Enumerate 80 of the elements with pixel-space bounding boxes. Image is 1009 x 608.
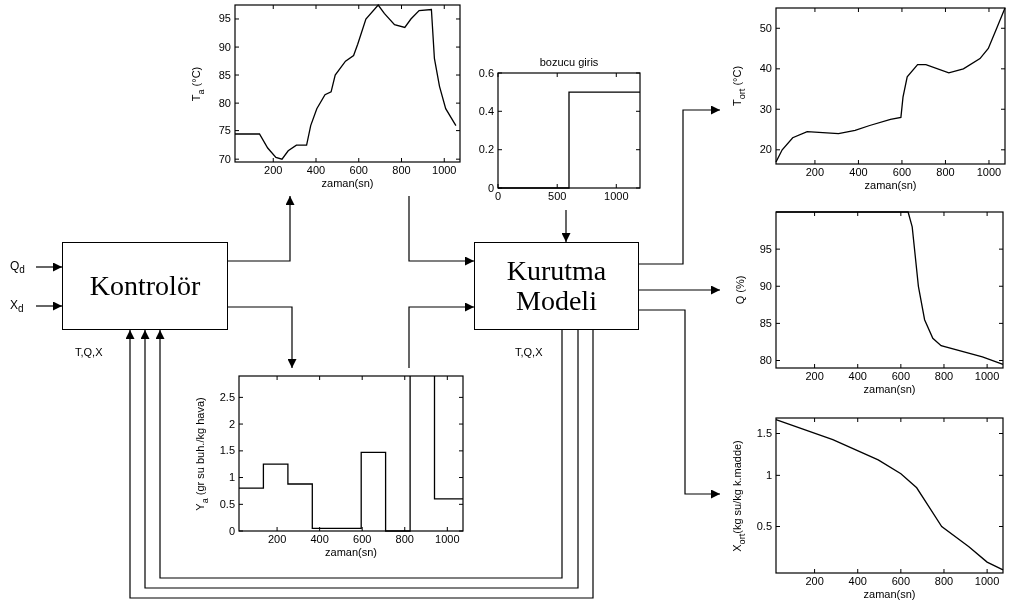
tick-label: 800 <box>392 164 411 177</box>
process-block <box>62 242 228 330</box>
tick-label: 80 <box>759 354 772 367</box>
axis-label: zaman(sn) <box>864 179 917 192</box>
axis-label: zaman(sn) <box>863 383 916 396</box>
tick-label: 0 <box>494 190 502 203</box>
tick-label: 1000 <box>604 190 629 203</box>
process-block <box>474 242 639 330</box>
tick-label: 80 <box>218 96 231 110</box>
tick-label: 200 <box>264 164 283 177</box>
tick-label: 70 <box>218 152 231 166</box>
arrow <box>561 209 571 243</box>
tick-label: 2 <box>228 417 235 431</box>
axis-label: Q (%) <box>733 275 747 305</box>
arrow <box>35 301 63 311</box>
tick-label: 600 <box>349 164 368 177</box>
tick-label: 20 <box>759 143 772 157</box>
tick-label: 0 <box>228 524 235 538</box>
tick-label: 0.5 <box>219 497 235 511</box>
arrow <box>35 262 63 272</box>
tick-label: 200 <box>267 533 287 546</box>
chart-title: bozucu giris <box>539 56 599 69</box>
tick-label: 1000 <box>976 166 1002 179</box>
tick-label: 0.5 <box>756 520 772 533</box>
tick-label: 400 <box>849 166 868 179</box>
tick-label: 200 <box>805 370 824 383</box>
arrow <box>408 302 475 369</box>
tick-label: 1.5 <box>756 427 772 440</box>
tick-label: 600 <box>892 166 912 179</box>
arrow <box>227 195 295 262</box>
arrow <box>638 285 721 295</box>
tick-label: 1000 <box>974 370 1000 383</box>
tick-label: 50 <box>759 21 772 35</box>
signal-label: T,Q,X <box>75 346 103 359</box>
arrow <box>638 105 721 265</box>
tick-label: 30 <box>759 102 772 116</box>
tick-label: 0.6 <box>478 66 494 80</box>
tick-label: 1000 <box>432 164 457 177</box>
tick-label: 1000 <box>974 575 1000 588</box>
arrow <box>408 195 475 266</box>
tick-label: 400 <box>306 164 326 177</box>
tick-label: 1000 <box>435 533 460 546</box>
tick-label: 400 <box>310 533 329 546</box>
tick-label: 600 <box>891 370 910 383</box>
tick-label: 400 <box>848 575 867 588</box>
signal-label: T,Q,X <box>515 346 543 359</box>
tick-label: 85 <box>218 68 231 82</box>
axis-label: zaman(sn) <box>325 546 377 559</box>
tick-label: 75 <box>218 124 231 138</box>
tick-label: 200 <box>805 166 825 179</box>
tick-label: 0.4 <box>478 104 494 118</box>
tick-label: 800 <box>936 166 955 179</box>
tick-label: 600 <box>353 533 372 546</box>
tick-label: 2.5 <box>219 390 235 404</box>
axis-label: zaman(sn) <box>321 177 374 190</box>
tick-label: 95 <box>759 242 772 256</box>
tick-label: 95 <box>218 12 231 26</box>
tick-label: 800 <box>934 575 954 588</box>
tick-label: 40 <box>759 62 772 76</box>
tick-label: 500 <box>548 190 567 203</box>
tick-label: 400 <box>848 370 867 383</box>
tick-label: 600 <box>891 575 910 588</box>
tick-label: 90 <box>759 279 772 293</box>
tick-label: 1 <box>765 468 772 482</box>
tick-label: 1.5 <box>219 444 235 458</box>
tick-label: 0.2 <box>478 143 494 157</box>
arrow <box>638 309 721 499</box>
signal-label: X$_{d}$ <box>10 299 24 316</box>
tick-label: 200 <box>805 575 824 588</box>
tick-label: 800 <box>395 533 414 546</box>
block-label: Kontrolör <box>89 271 201 301</box>
tick-label: 90 <box>218 40 231 54</box>
axis-label: zaman(sn) <box>863 588 916 601</box>
arrow <box>227 306 297 369</box>
block-label: Kurutma Modeli <box>505 256 608 316</box>
tick-label: 1 <box>228 471 235 484</box>
tick-label: 85 <box>759 316 772 330</box>
tick-label: 800 <box>934 370 954 383</box>
tick-label: 0 <box>487 181 494 195</box>
signal-label: Q$_{d}$ <box>10 260 25 277</box>
